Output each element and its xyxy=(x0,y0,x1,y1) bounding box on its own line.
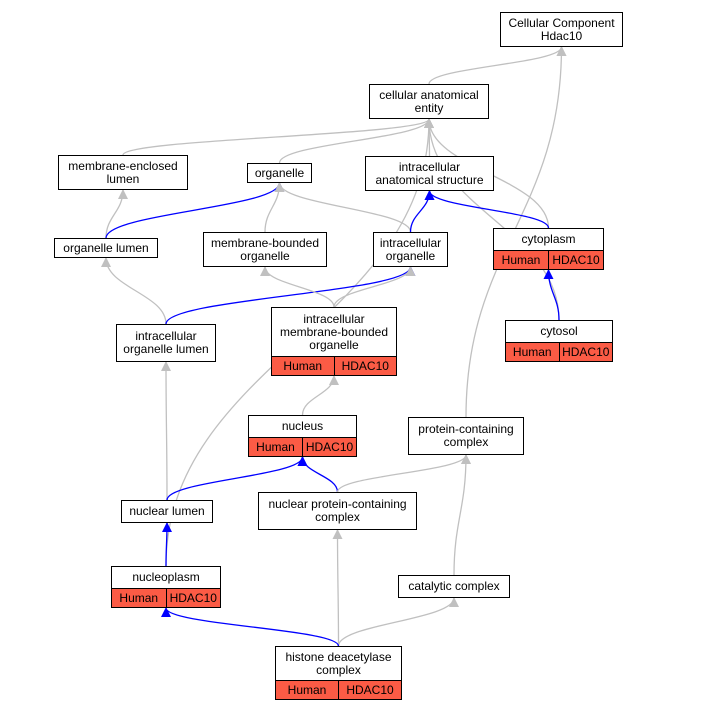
edge-nucleus-to-intracellular-membrane-bounded-organelle xyxy=(301,375,339,416)
node-label: intracellular membrane-bounded organelle xyxy=(279,311,389,352)
node-label: nuclear protein-containing complex xyxy=(268,497,407,524)
node-organelle[interactable]: organelle xyxy=(247,163,312,183)
node-label: cytosol xyxy=(540,324,578,338)
node-catalytic-complex[interactable]: catalytic complex xyxy=(398,575,510,598)
edge-intracellular-organelle-lumen-to-intracellular-organelle xyxy=(165,266,416,325)
edge-intracellular-organelle-lumen-to-organelle-lumen xyxy=(101,257,167,325)
node-label: cytoplasm xyxy=(521,232,576,246)
edge-intracellular-membrane-bounded-organelle-to-membrane-bounded-organelle xyxy=(260,266,335,308)
node-label: nuclear lumen xyxy=(129,504,205,518)
species-badge: Human xyxy=(249,438,302,456)
node-protein-containing-complex[interactable]: protein-containing complex xyxy=(408,417,524,455)
edge-histone-deacetylase-complex-to-nucleoplasm xyxy=(161,607,340,647)
node-membrane-bounded-organelle[interactable]: membrane-bounded organelle xyxy=(203,232,327,267)
edge-cytosol-to-cellular-anatomical-entity xyxy=(424,118,560,321)
gene-badge: HDAC10 xyxy=(558,343,612,361)
node-label: catalytic complex xyxy=(408,579,500,593)
species-badge: Human xyxy=(276,681,338,699)
node-label: membrane-enclosed lumen xyxy=(68,158,178,186)
node-intracellular-anatomical-structure[interactable]: intracellular anatomical structure xyxy=(365,156,494,191)
node-label: nucleoplasm xyxy=(132,570,200,584)
node-membrane-enclosed-lumen[interactable]: membrane-enclosed lumen xyxy=(58,155,188,190)
species-badge: Human xyxy=(494,251,548,269)
edge-organelle-lumen-to-membrane-enclosed-lumen xyxy=(105,189,128,239)
node-label: Cellular Component Hdac10 xyxy=(508,15,615,43)
node-organelle-lumen[interactable]: organelle lumen xyxy=(54,238,158,258)
edge-membrane-bounded-organelle-to-organelle xyxy=(264,182,285,233)
edge-membrane-enclosed-lumen-to-cellular-anatomical-entity xyxy=(122,118,434,156)
node-cellular-component[interactable]: Cellular Component Hdac10 xyxy=(500,12,623,47)
gene-badge: HDAC10 xyxy=(302,438,356,456)
node-label: intracellular organelle xyxy=(379,235,442,263)
node-intracellular-membrane-bounded-organelle[interactable]: intracellular membrane-bounded organelle… xyxy=(271,307,397,376)
edge-histone-deacetylase-complex-to-nuclear-protein-containing-complex xyxy=(332,529,343,647)
species-badge: Human xyxy=(506,343,559,361)
node-label: cellular anatomical entity xyxy=(379,87,479,115)
edge-intracellular-membrane-bounded-organelle-to-intracellular-organelle xyxy=(333,266,416,308)
edge-nuclear-lumen-to-intracellular-organelle-lumen xyxy=(161,361,172,501)
node-label: organelle xyxy=(254,165,305,180)
gene-badge: HDAC10 xyxy=(548,251,603,269)
node-label: nucleus xyxy=(281,419,324,433)
edge-catalytic-complex-to-protein-containing-complex xyxy=(453,454,471,576)
gene-badge: HDAC10 xyxy=(338,681,401,699)
node-nuclear-lumen[interactable]: nuclear lumen xyxy=(121,500,213,523)
edge-nuclear-protein-containing-complex-to-nucleus xyxy=(297,456,339,493)
node-label: membrane-bounded organelle xyxy=(210,235,320,263)
gene-badge: HDAC10 xyxy=(165,589,220,607)
edge-organelle-lumen-to-organelle xyxy=(105,182,285,239)
species-badge: Human xyxy=(112,589,166,607)
node-label: intracellular anatomical structure xyxy=(375,159,484,187)
node-label: protein-containing complex xyxy=(418,422,514,449)
edge-nucleoplasm-to-nuclear-lumen xyxy=(161,522,172,567)
node-label: intracellular organelle lumen xyxy=(123,329,209,356)
species-badge: Human xyxy=(272,357,334,375)
node-intracellular-organelle-lumen[interactable]: intracellular organelle lumen xyxy=(116,324,216,362)
edge-intracellular-organelle-to-organelle xyxy=(274,182,412,233)
edge-cellular-anatomical-entity-to-cellular-component xyxy=(428,46,567,85)
edge-cytosol-to-cytoplasm xyxy=(543,269,560,321)
gene-badge: HDAC10 xyxy=(333,357,396,375)
node-cellular-anatomical-entity[interactable]: cellular anatomical entity xyxy=(369,84,489,119)
node-intracellular-organelle[interactable]: intracellular organelle xyxy=(373,232,448,267)
node-label: organelle lumen xyxy=(63,240,149,255)
edge-nuclear-lumen-to-nucleus xyxy=(166,456,308,501)
node-nuclear-protein-containing-complex[interactable]: nuclear protein-containing complex xyxy=(258,492,417,530)
edge-cytoplasm-to-intracellular-anatomical-structure xyxy=(424,190,550,229)
edge-nuclear-protein-containing-complex-to-protein-containing-complex xyxy=(336,454,471,493)
edge-histone-deacetylase-complex-to-catalytic-complex xyxy=(337,597,459,647)
node-label: histone deacetylase complex xyxy=(285,649,392,677)
edge-organelle-to-cellular-anatomical-entity xyxy=(278,118,434,164)
